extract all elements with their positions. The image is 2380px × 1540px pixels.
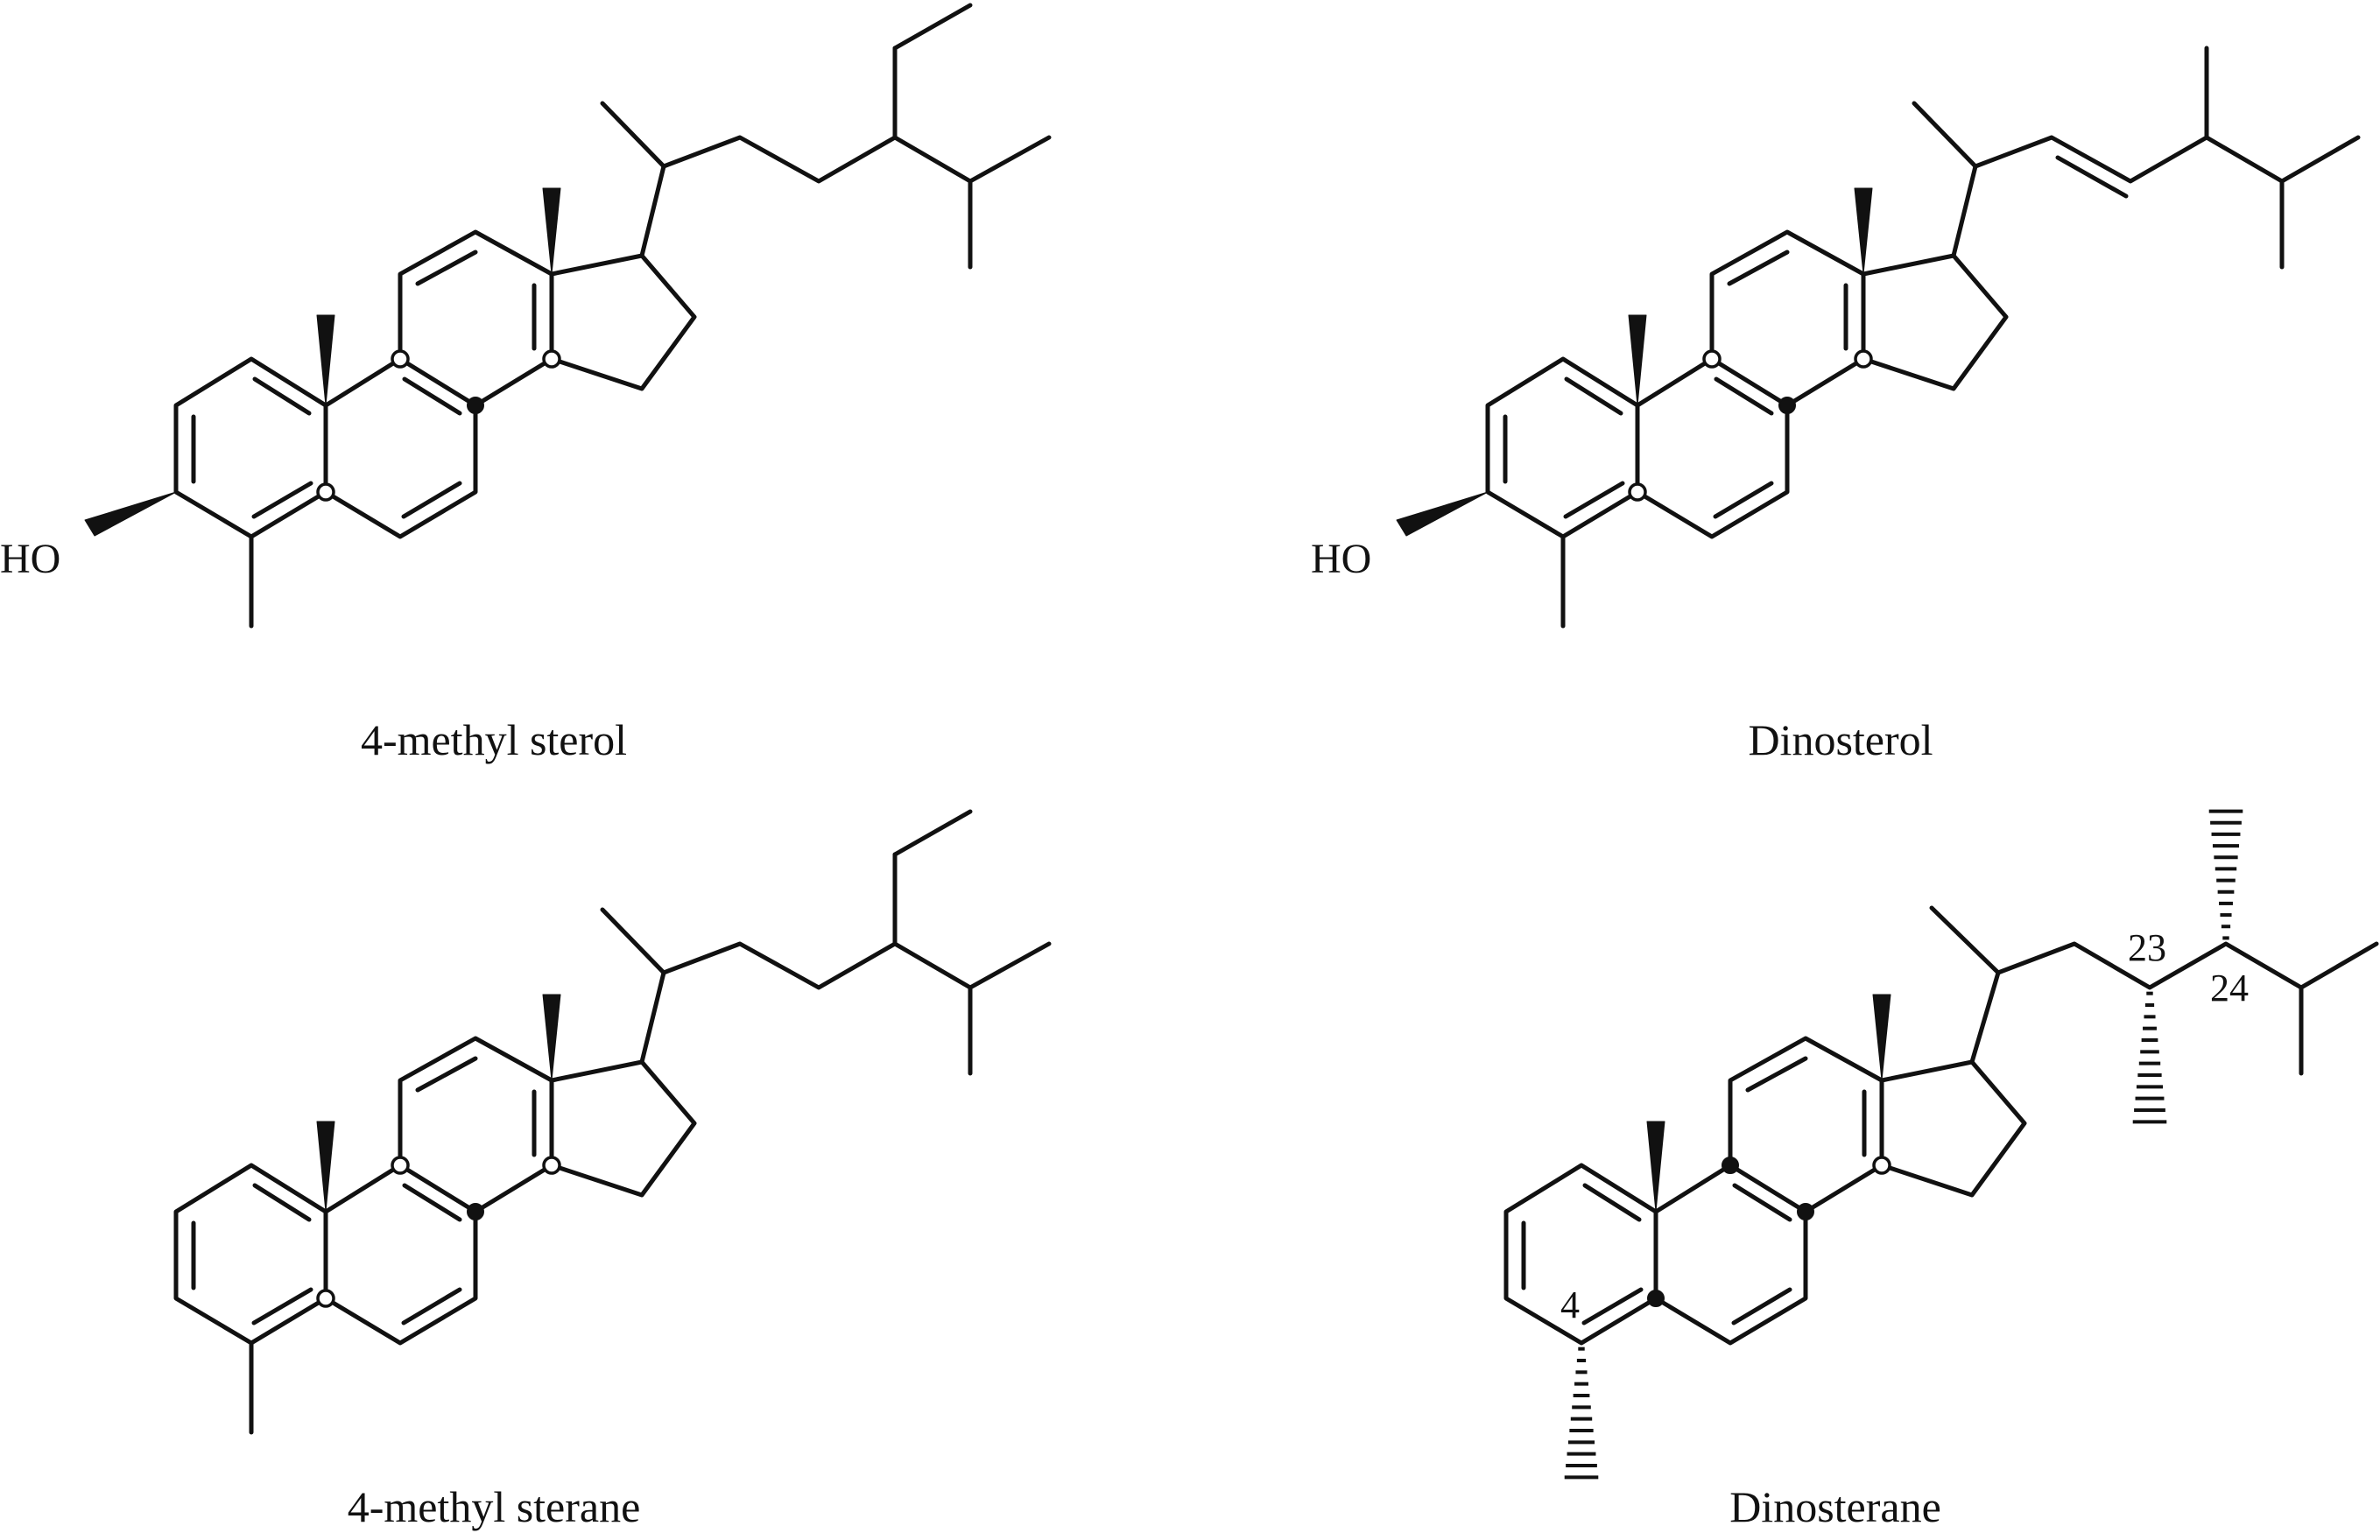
locant-c24: 24 bbox=[2210, 967, 2249, 1009]
side-chain bbox=[639, 941, 973, 1065]
caption-four-methyl-sterol: 4-methyl sterol bbox=[361, 715, 627, 764]
ring-c bbox=[1728, 1036, 1884, 1214]
ring-c-double-bond bbox=[415, 1056, 478, 1093]
stereo-marker-open bbox=[1872, 1156, 1891, 1175]
hydroxyl-wedge bbox=[84, 491, 177, 537]
c18-methyl-wedge bbox=[1872, 994, 1891, 1081]
side-chain-methyl bbox=[1929, 905, 2001, 975]
ring-a-double-bond bbox=[1581, 1287, 1644, 1326]
ring-a-double-bond bbox=[252, 1183, 312, 1222]
stereo-marker-open bbox=[391, 349, 410, 369]
caption-four-methyl-sterane: 4-methyl sterane bbox=[348, 1482, 641, 1531]
c18-methyl-wedge bbox=[542, 994, 561, 1081]
ring-a-double-bond bbox=[1563, 481, 1625, 519]
ring-a bbox=[1485, 356, 1640, 539]
stereo-marker-filled bbox=[467, 397, 484, 414]
side-chain-methyl bbox=[600, 101, 666, 169]
stereo-marker-open bbox=[1854, 349, 1873, 369]
ring-b bbox=[1653, 1163, 1808, 1346]
c23-methyl-hashed-bond bbox=[2132, 991, 2167, 1124]
side-chain-methyl bbox=[1912, 101, 1978, 169]
side-chain bbox=[1969, 941, 2379, 1065]
c19-methyl-wedge bbox=[316, 314, 335, 406]
ring-b-double-bond bbox=[402, 376, 462, 416]
ring-b-double-bond bbox=[1732, 1183, 1792, 1222]
c19-methyl-wedge bbox=[1646, 1121, 1665, 1213]
c19-methyl-wedge bbox=[1628, 314, 1647, 406]
ring-b bbox=[323, 356, 478, 539]
ring-b-double-bond bbox=[1714, 376, 1774, 416]
ring-c-double-bond bbox=[1727, 250, 1790, 286]
ring-d bbox=[549, 253, 697, 391]
side-chain-methyl bbox=[968, 135, 1052, 184]
molecule-dinosterol: HO Dinosterol bbox=[1311, 46, 2361, 764]
c24-methyl-hashed-bond bbox=[2208, 809, 2243, 940]
stereo-marker-open bbox=[542, 349, 561, 369]
locant-c23: 23 bbox=[2128, 926, 2166, 969]
stereo-marker-filled bbox=[1722, 1157, 1739, 1174]
molecule-four-methyl-sterol: HO 4-methyl sterol bbox=[0, 3, 1052, 764]
c18-methyl-wedge bbox=[1854, 187, 1873, 275]
ring-b-double-bond bbox=[402, 1183, 462, 1222]
hydroxyl-label: HO bbox=[0, 536, 60, 582]
ring-b bbox=[323, 1163, 478, 1346]
stereo-marker-filled bbox=[467, 1203, 484, 1220]
hydroxyl-label: HO bbox=[1311, 536, 1371, 582]
ring-a-double-bond bbox=[251, 1287, 313, 1326]
ring-a bbox=[1503, 1163, 1658, 1346]
side-chain bbox=[1951, 135, 2361, 258]
stereo-marker-filled bbox=[1647, 1290, 1665, 1307]
locant-c4: 4 bbox=[1560, 1283, 1580, 1326]
stereo-marker-open bbox=[542, 1156, 561, 1175]
ring-c-double-bond bbox=[415, 250, 478, 286]
side-chain-ethyl bbox=[892, 809, 973, 857]
ring-b-double-bond bbox=[1731, 1287, 1792, 1326]
ring-c bbox=[398, 229, 554, 408]
ring-d bbox=[1879, 1059, 2027, 1198]
c19-methyl-wedge bbox=[316, 1121, 335, 1213]
side-chain-methyl bbox=[968, 941, 1052, 990]
ring-d bbox=[549, 1059, 697, 1198]
stereo-marker-filled bbox=[1797, 1203, 1814, 1220]
ring-a-double-bond bbox=[251, 481, 313, 519]
stereo-marker-open bbox=[316, 482, 335, 502]
side-chain-double-bond bbox=[2055, 155, 2129, 199]
ring-c bbox=[1709, 229, 1866, 408]
caption-dinosterane: Dinosterane bbox=[1729, 1482, 1941, 1531]
caption-dinosterol: Dinosterol bbox=[1748, 715, 1933, 764]
ring-b-double-bond bbox=[401, 481, 462, 519]
stereo-marker-open bbox=[1702, 349, 1722, 369]
ring-a-double-bond bbox=[1564, 376, 1623, 416]
hydroxyl-wedge bbox=[1396, 491, 1489, 537]
ring-c-double-bond bbox=[1745, 1056, 1808, 1093]
ring-c bbox=[398, 1036, 554, 1214]
ring-a bbox=[173, 356, 328, 539]
ring-a-double-bond bbox=[252, 376, 312, 416]
side-chain-ethyl bbox=[892, 3, 973, 51]
stereo-marker-open bbox=[391, 1156, 410, 1175]
ring-b-double-bond bbox=[401, 1287, 462, 1326]
ring-a bbox=[173, 1163, 328, 1346]
ring-a-double-bond bbox=[1582, 1183, 1642, 1222]
ring-b bbox=[1635, 356, 1790, 539]
stereo-marker-filled bbox=[1778, 397, 1796, 414]
c4-methyl-hashed-bond bbox=[1564, 1347, 1599, 1480]
side-chain-methyl bbox=[600, 907, 666, 975]
c18-methyl-wedge bbox=[542, 187, 561, 275]
molecule-dinosterane: 4 23 24 Dinosterane bbox=[1503, 809, 2379, 1531]
stereo-marker-open bbox=[1628, 482, 1647, 502]
ring-d bbox=[1861, 253, 2009, 391]
molecule-four-methyl-sterane: 4-methyl sterane bbox=[173, 809, 1052, 1531]
ring-b-double-bond bbox=[1713, 481, 1774, 519]
stereo-marker-open bbox=[316, 1289, 335, 1308]
side-chain bbox=[639, 135, 973, 258]
